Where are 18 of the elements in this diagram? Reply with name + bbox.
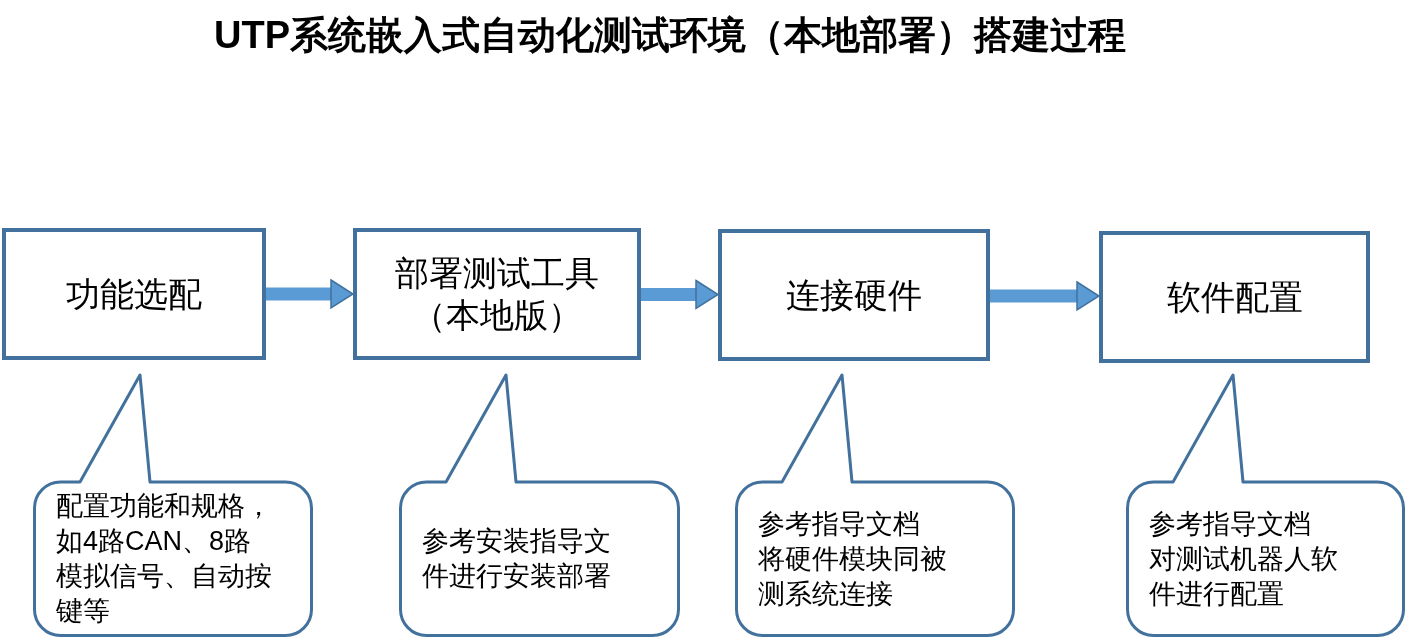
arrow: [266, 279, 354, 309]
callout-text: 参考指导文档: [758, 507, 921, 541]
speech-bubble: [735, 372, 1015, 637]
process-box: 部署测试工具（本地版）: [353, 228, 641, 360]
callout-text: 对测试机器人软件进行配置: [1149, 542, 1339, 611]
speech-bubble: [33, 372, 313, 637]
process-box: 软件配置: [1099, 231, 1370, 363]
process-box: 连接硬件: [718, 229, 990, 361]
arrow: [641, 279, 719, 310]
callout-text: 参考安装指导文件进行安装部署: [422, 525, 612, 593]
callout-text: 参考指导文档: [1149, 507, 1312, 541]
callout-text: 配置功能和规格，如4路CAN、8路模拟信号、自动按键等: [56, 490, 273, 628]
arrow: [990, 281, 1100, 311]
speech-bubble: [1126, 372, 1405, 637]
callout-text: 将硬件模块同被测系统连接: [758, 542, 948, 611]
process-box: 功能选配: [2, 228, 266, 360]
title: UTP系统嵌入式自动化测试环境（本地部署）搭建过程: [213, 13, 1127, 58]
speech-bubble: [399, 372, 680, 637]
